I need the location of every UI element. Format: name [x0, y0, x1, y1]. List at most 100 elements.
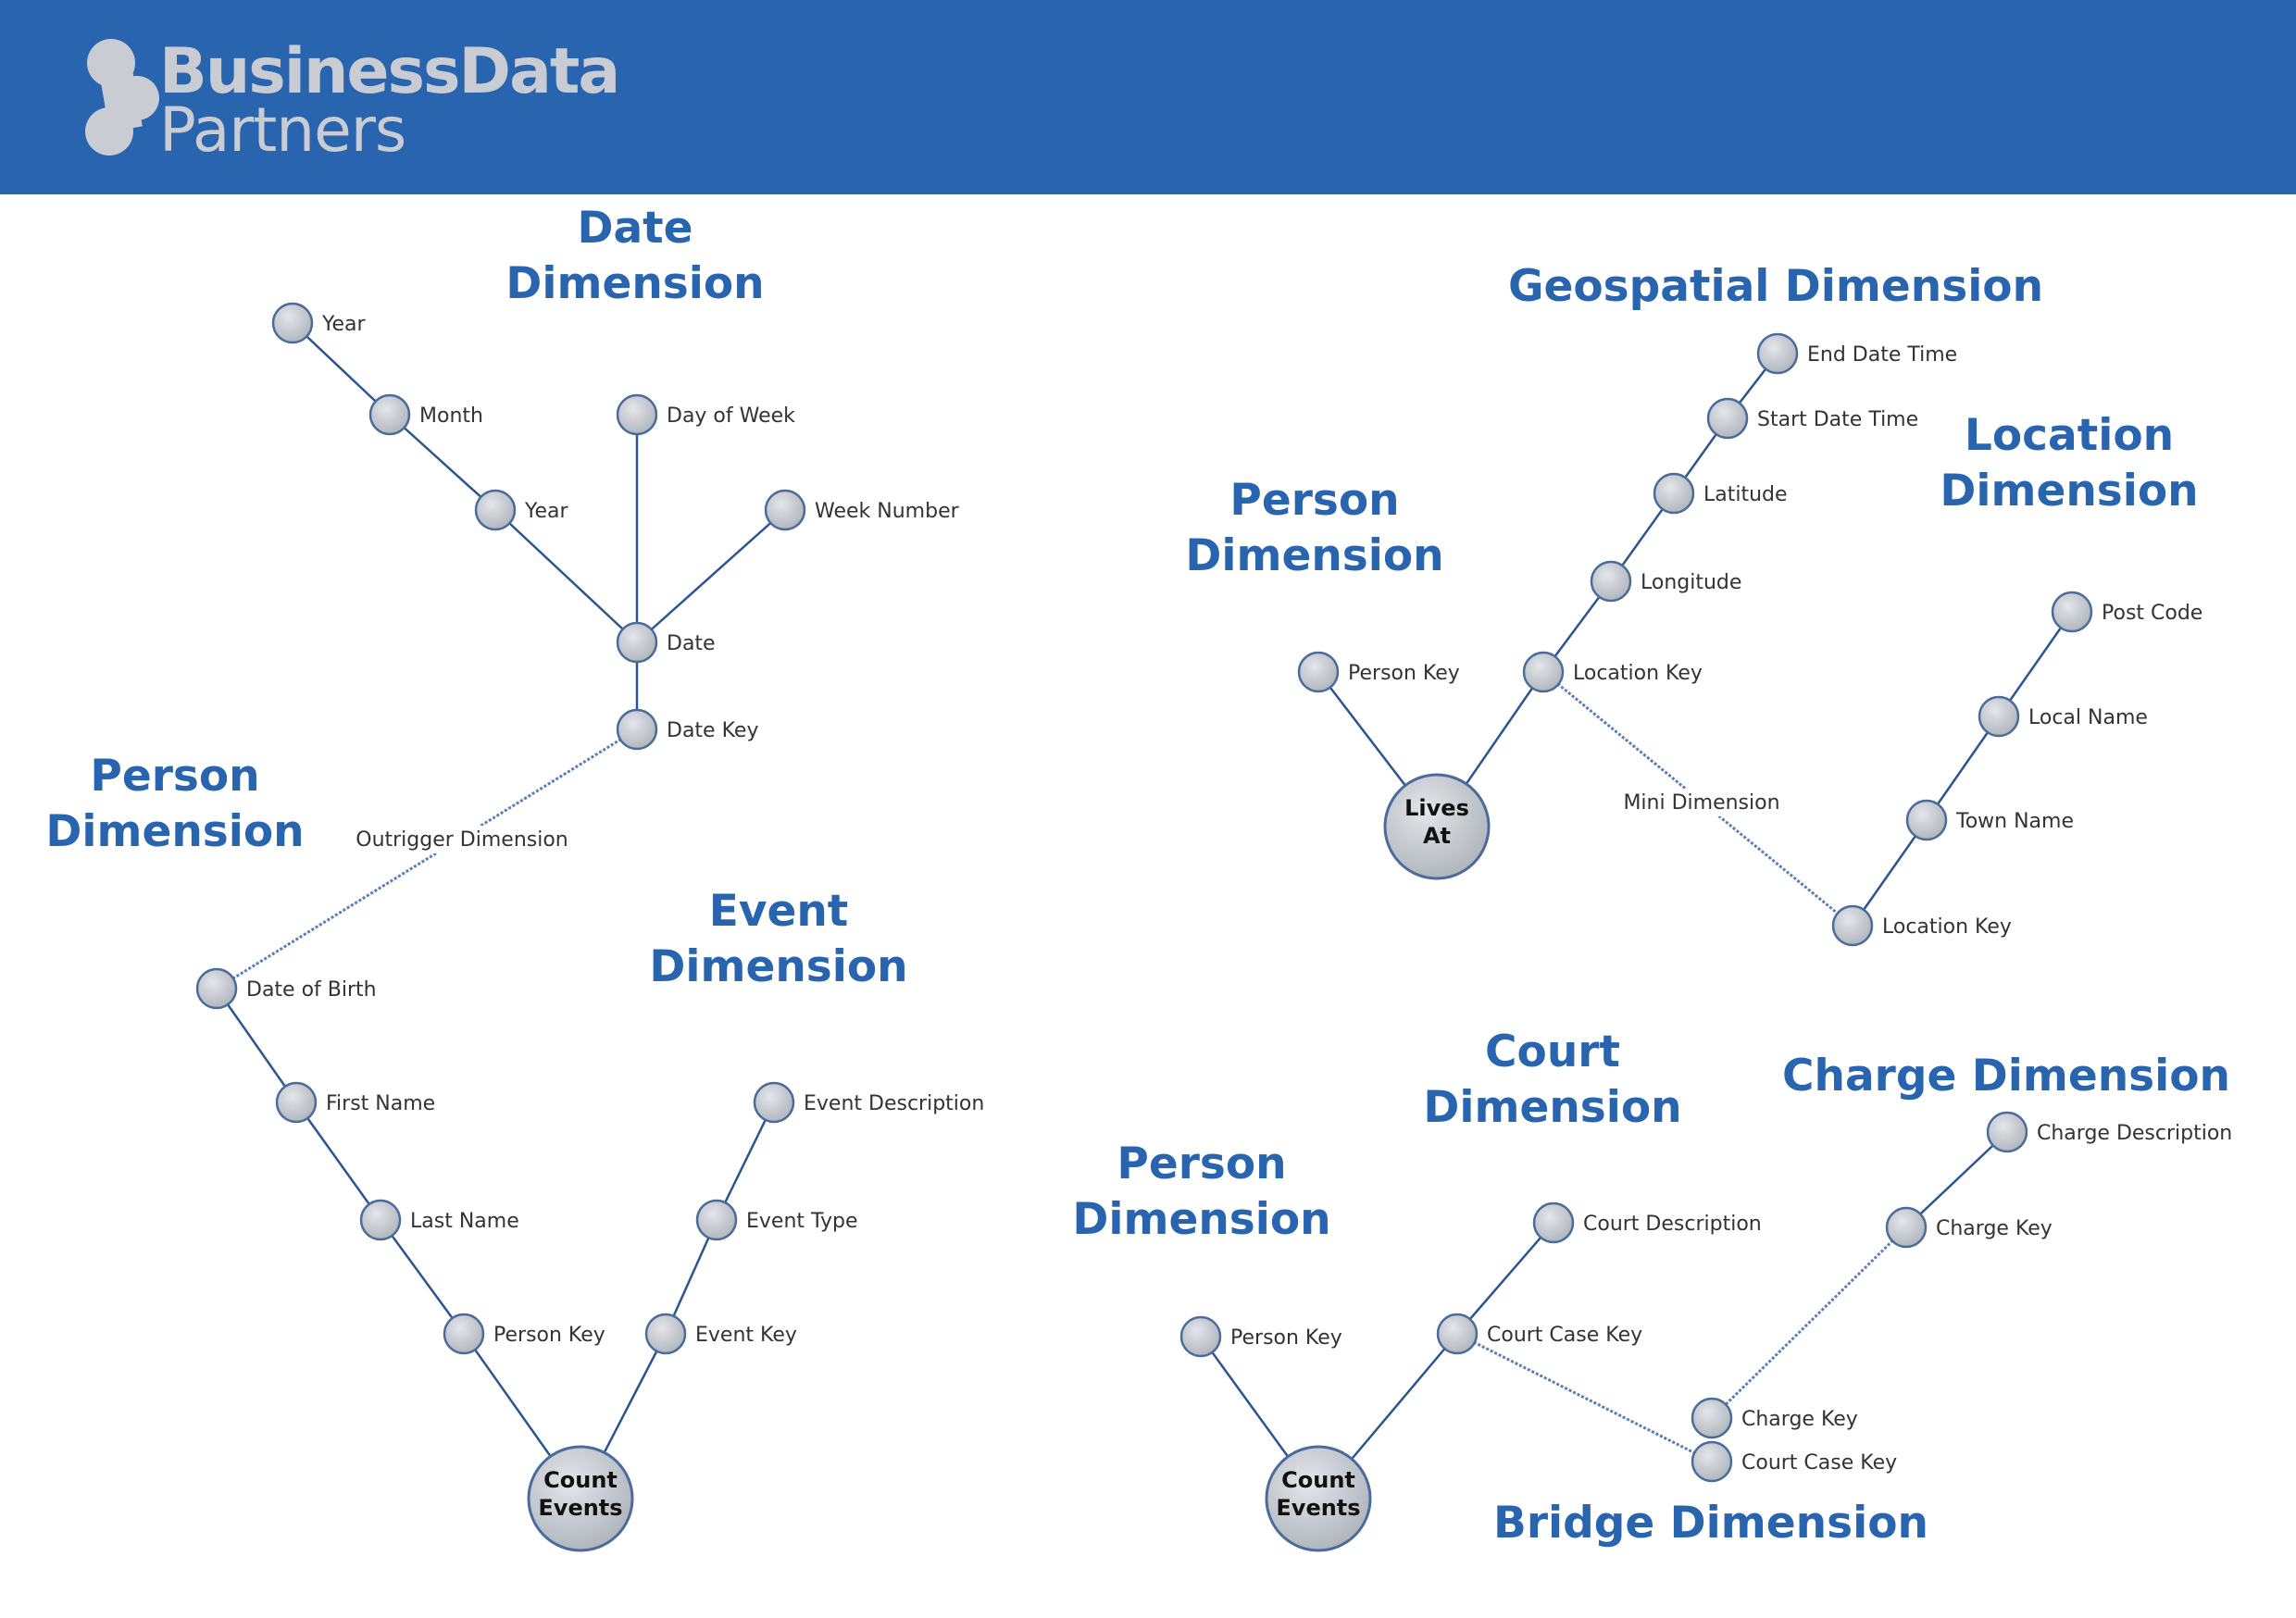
- title-geospatial-dimension: Geospatial Dimension: [1508, 261, 2043, 312]
- title-person-dimension-3: Person: [1117, 1139, 1286, 1189]
- attribute-node-e-key[interactable]: [644, 1313, 687, 1355]
- attribute-node-c-desc[interactable]: [1532, 1201, 1575, 1244]
- attribute-node-ch-desc[interactable]: [1986, 1111, 2028, 1153]
- connector-p-last-p-key: [379, 1219, 466, 1335]
- attribute-node-e-desc[interactable]: [753, 1081, 795, 1124]
- edge-label-background: [356, 826, 568, 853]
- title-event-dimension: Event: [709, 886, 849, 937]
- connector-l-town-l-key: [1851, 819, 1928, 927]
- attribute-node-c-key[interactable]: [1436, 1313, 1479, 1355]
- node-label-g-lockey: Location Key: [1573, 662, 1703, 685]
- title-location-dimension: Location: [1965, 410, 2174, 461]
- connector-p-first-p-last: [294, 1101, 382, 1221]
- attribute-node-b-charge[interactable]: [1691, 1397, 1733, 1439]
- attribute-node-d-datekey[interactable]: [616, 708, 658, 751]
- node-label-p3-key: Person Key: [1230, 1326, 1342, 1350]
- node-label-d-year1: Year: [321, 313, 367, 336]
- node-label-c-desc: Court Description: [1583, 1213, 1762, 1236]
- node-label-l-town: Town Name: [1955, 810, 2074, 833]
- fact-node-label: Events: [538, 1495, 622, 1521]
- node-label-p-first: First Name: [326, 1092, 435, 1115]
- connector-d-year1-d-month: [292, 322, 391, 416]
- node-label-ch-key: Charge Key: [1936, 1217, 2053, 1240]
- title-court-dimension: Dimension: [1423, 1082, 1681, 1133]
- node-label-e-key: Event Key: [695, 1324, 797, 1347]
- attribute-node-d-year1[interactable]: [271, 302, 314, 344]
- node-label-b-charge: Charge Key: [1741, 1408, 1858, 1431]
- attribute-node-d-year2[interactable]: [474, 489, 517, 531]
- connector-e-desc-e-type: [715, 1101, 776, 1221]
- node-label-e-type: Event Type: [746, 1210, 858, 1233]
- title-person-dimension-3: Dimension: [1072, 1194, 1330, 1245]
- node-label-e-desc: Event Description: [804, 1092, 984, 1115]
- attribute-node-l-local[interactable]: [1978, 695, 2020, 738]
- attribute-node-d-month[interactable]: [368, 393, 411, 436]
- edge-label-d-datekey-p-dob: Outrigger Dimension: [356, 828, 568, 852]
- node-label-p-key: Person Key: [493, 1324, 605, 1347]
- attribute-node-p3-key[interactable]: [1179, 1315, 1222, 1358]
- connector-d-month-d-year2: [389, 414, 496, 511]
- attribute-node-g-lockey[interactable]: [1522, 651, 1565, 693]
- title-person-dimension-2: Dimension: [1185, 530, 1443, 581]
- attribute-node-p-dob[interactable]: [195, 967, 238, 1010]
- attribute-node-l-post[interactable]: [2051, 591, 2093, 633]
- connector-e-type-e-key: [664, 1219, 718, 1335]
- attribute-node-l-key[interactable]: [1831, 904, 1874, 947]
- attribute-node-g-start[interactable]: [1706, 397, 1749, 440]
- fact-node-f3[interactable]: [1265, 1445, 1372, 1552]
- node-label-d-month: Month: [419, 404, 483, 428]
- connector-l-local-l-town: [1925, 716, 2001, 821]
- brand-name-line2: Partners: [159, 94, 406, 166]
- title-charge-dimension: Charge Dimension: [1782, 1051, 2230, 1101]
- fact-node-f2[interactable]: [1383, 773, 1491, 880]
- dashed-connector-ch-key-b-charge: [1710, 1226, 1908, 1420]
- node-label-c-key: Court Case Key: [1487, 1324, 1642, 1347]
- fact-node-label: Count: [1281, 1467, 1355, 1493]
- attribute-node-p-last[interactable]: [359, 1199, 402, 1241]
- attribute-node-g-end[interactable]: [1756, 332, 1799, 375]
- node-label-l-post: Post Code: [2102, 602, 2202, 625]
- node-label-d-year2: Year: [524, 500, 569, 523]
- attribute-node-l-town[interactable]: [1905, 799, 1948, 841]
- attribute-node-d-date[interactable]: [616, 621, 658, 664]
- node-label-d-datekey: Date Key: [667, 719, 758, 742]
- title-person-dimension-2: Person: [1229, 475, 1399, 526]
- title-person-dimension-1: Person: [90, 751, 259, 802]
- fact-node-label: At: [1423, 823, 1451, 849]
- attribute-node-p-first[interactable]: [275, 1081, 318, 1124]
- connector-d-year2-d-date: [494, 509, 638, 643]
- title-bridge-dimension: Bridge Dimension: [1493, 1498, 1928, 1549]
- dashed-connector-d-datekey-p-dob: [216, 728, 638, 990]
- edge-label-background: [1595, 789, 1808, 816]
- attribute-node-p-key[interactable]: [443, 1313, 485, 1355]
- node-label-d-dow: Day of Week: [667, 404, 795, 428]
- attribute-node-g-lon[interactable]: [1590, 560, 1632, 603]
- attribute-node-d-dow[interactable]: [616, 393, 658, 436]
- brand-logo-icon: [85, 39, 159, 156]
- connector-p-dob-p-first: [215, 988, 298, 1103]
- node-label-g-end: End Date Time: [1807, 343, 1957, 367]
- connector-d-week-d-date: [636, 509, 786, 643]
- node-label-g-start: Start Date Time: [1757, 408, 1918, 431]
- fact-node-f1[interactable]: [527, 1445, 634, 1552]
- attribute-node-b-court[interactable]: [1691, 1440, 1733, 1483]
- connector-c-desc-c-key: [1456, 1222, 1554, 1335]
- title-date-dimension: Dimension: [505, 258, 764, 309]
- attribute-node-ch-key[interactable]: [1885, 1206, 1928, 1249]
- title-event-dimension: Dimension: [649, 941, 907, 992]
- node-label-l-local: Local Name: [2028, 706, 2148, 729]
- attribute-node-g-lat[interactable]: [1653, 472, 1695, 515]
- node-label-d-week: Week Number: [815, 500, 960, 523]
- connector-ch-desc-ch-key: [1905, 1131, 2008, 1228]
- attribute-node-e-type[interactable]: [695, 1199, 738, 1241]
- title-date-dimension: Date: [577, 203, 693, 254]
- node-label-d-date: Date: [667, 632, 716, 655]
- title-location-dimension: Dimension: [1940, 466, 2198, 517]
- node-label-p-dob: Date of Birth: [246, 978, 377, 1002]
- node-label-ch-desc: Charge Description: [2037, 1122, 2232, 1145]
- node-label-p-last: Last Name: [410, 1210, 519, 1233]
- attribute-node-p2-key[interactable]: [1297, 651, 1340, 693]
- attribute-node-d-week[interactable]: [764, 489, 806, 531]
- node-label-g-lon: Longitude: [1641, 571, 1741, 594]
